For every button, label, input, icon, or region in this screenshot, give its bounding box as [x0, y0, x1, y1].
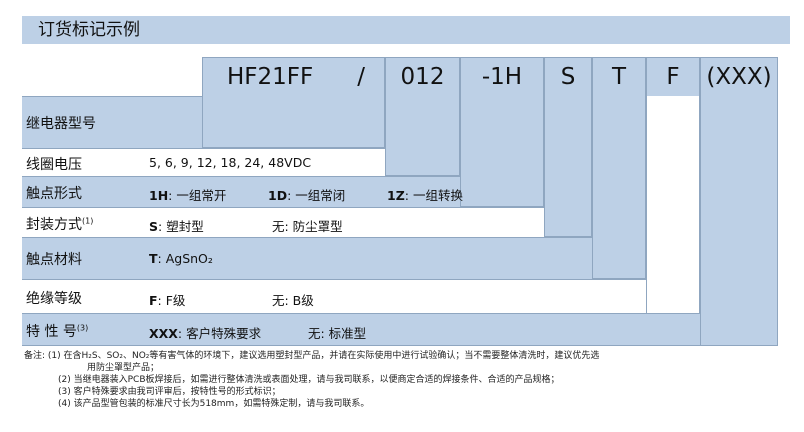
contact-form-option-1h: 1H: 一组常开 — [149, 188, 227, 203]
special-option-xxx: XXX: 客户特殊要求 — [149, 326, 262, 341]
notes-block: 备注: (1) 在含H₂S、SO₂、NO₂等有害气体的环境下，建议选用塑封型产品… — [24, 350, 599, 410]
pn-voltage-cell: 012 — [385, 57, 460, 97]
pn-seal-cell: S — [544, 57, 592, 97]
pn-special: (XXX) — [706, 64, 772, 90]
contact-form-option-1d: 1D: 一组常闭 — [268, 188, 346, 203]
pn-voltage: 012 — [400, 64, 445, 90]
row-special-label: 特 性 号(3) — [26, 323, 89, 340]
note-4: (4) 该产品型管包装的标准尺寸长为518mm，如需特殊定制，请与我司联系。 — [58, 399, 370, 409]
pn-flex: F — [666, 64, 680, 90]
coil-voltage-value: 5, 6, 9, 12, 18, 24, 48VDC — [149, 155, 312, 170]
row-coil-voltage: 线圈电压 5, 6, 9, 12, 18, 24, 48VDC — [22, 148, 386, 176]
row-contact-material: 触点材料 T: AgSnO₂ — [22, 237, 593, 279]
pn-material: T — [611, 64, 627, 90]
package-option-dustcover: 无: 防尘罩型 — [272, 219, 343, 234]
title-bar — [22, 16, 790, 44]
row-relay-model-label: 继电器型号 — [26, 116, 96, 132]
row-contact-form: 触点形式 1H: 一组常开 1D: 一组常闭 1Z: 一组转换 — [22, 176, 463, 207]
voltage-column — [385, 96, 460, 176]
note-2: (2) 当继电器装入PCB板焊接后，如需进行整体清洗或表面处理，请与我司联系，以… — [58, 375, 560, 385]
package-option-s: S: 塑封型 — [149, 219, 204, 234]
row-insulation: 绝缘等级 F: F级 无: B级 — [22, 279, 647, 313]
row-package-label: 封装方式(1) — [26, 216, 94, 233]
pn-contact-cell: -1H — [460, 57, 544, 97]
special-option-standard: 无: 标准型 — [308, 326, 367, 341]
pn-model: HF21FF — [227, 64, 314, 90]
pn-flex-cell: F — [646, 57, 700, 97]
note-1: 备注: (1) 在含H₂S、SO₂、NO₂等有害气体的环境下，建议选用塑封型产品… — [24, 351, 600, 361]
insulation-option-f: F: F级 — [149, 293, 186, 308]
seal-column — [544, 96, 592, 237]
material-column — [592, 96, 646, 279]
row-special: 特 性 号(3) XXX: 客户特殊要求 无: 标准型 — [22, 313, 701, 346]
special-column — [700, 96, 778, 346]
note-3: (3) 客户特殊要求由我司评审后，按特性号的形式标识； — [58, 387, 281, 397]
row-package: 封装方式(1) S: 塑封型 无: 防尘罩型 — [22, 207, 545, 237]
row-relay-model: 继电器型号 — [22, 96, 203, 148]
row-insulation-label: 绝缘等级 — [26, 291, 82, 307]
pn-slash: / — [357, 64, 365, 90]
contact-material-value: T: AgSnO₂ — [149, 251, 213, 266]
contact-form-option-1z: 1Z: 一组转换 — [387, 188, 463, 203]
pn-special-cell: (XXX) — [700, 57, 778, 97]
contact-column — [460, 96, 544, 207]
pn-material-cell: T — [592, 57, 646, 97]
flex-column — [646, 96, 700, 313]
pn-model-cell: HF21FF / — [202, 57, 385, 97]
row-coil-voltage-label: 线圈电压 — [26, 157, 82, 173]
row-contact-material-label: 触点材料 — [26, 252, 82, 268]
page-title: 订货标记示例 — [38, 20, 140, 40]
note-1-cont: 用防尘罩型产品； — [87, 363, 160, 373]
model-column — [202, 96, 385, 148]
pn-contact: -1H — [481, 64, 523, 90]
pn-seal: S — [560, 64, 576, 90]
insulation-option-b: 无: B级 — [272, 293, 314, 308]
table-bottom-border — [22, 345, 778, 346]
row-contact-form-label: 触点形式 — [26, 186, 82, 202]
